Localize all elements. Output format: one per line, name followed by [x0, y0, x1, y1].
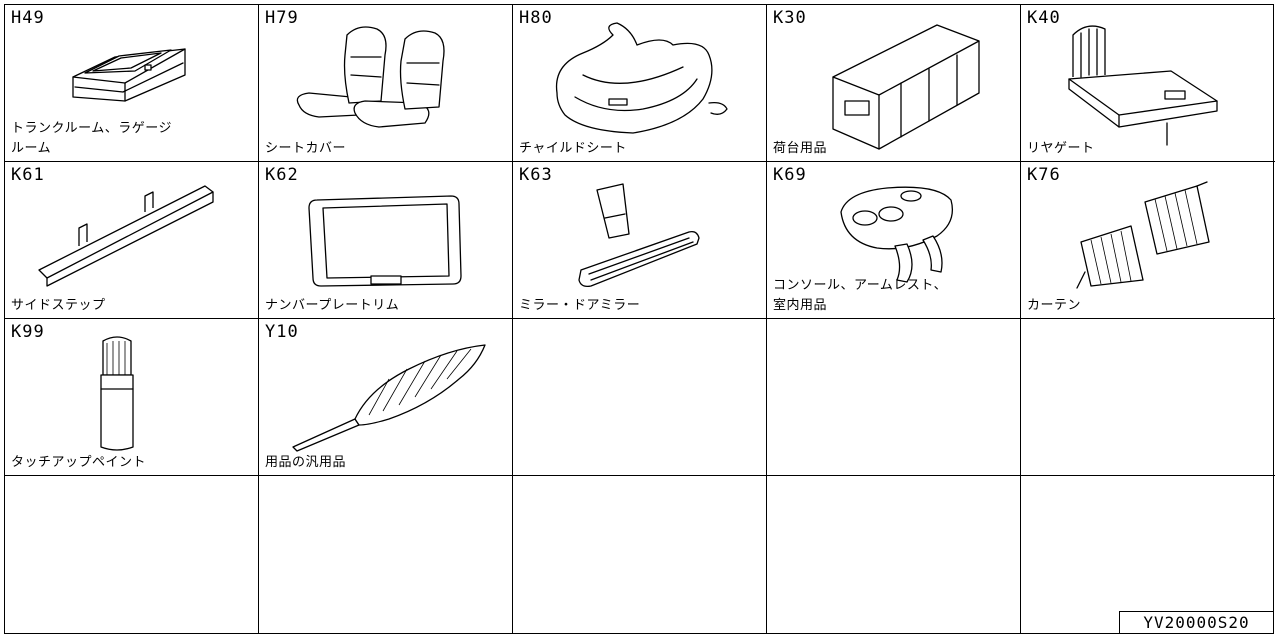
part-code: K99	[11, 322, 45, 342]
part-label: コンソール、アームレスト、 室内用品	[773, 278, 948, 313]
license-plate-rim-icon	[259, 162, 513, 319]
console-icon	[767, 162, 1021, 319]
catalog-cell-k76[interactable]: K76 カーテン	[1021, 162, 1275, 319]
empty-cell	[513, 476, 767, 633]
side-step-icon	[5, 162, 259, 319]
trunk-box-icon	[5, 5, 259, 162]
part-code: K63	[519, 165, 553, 185]
parts-catalog-grid: H49 トランクルーム、ラゲージ ルーム H79 シートカバー	[4, 4, 1275, 634]
curtain-icon	[1021, 162, 1275, 319]
part-label: カーテン	[1027, 298, 1082, 313]
child-seat-icon	[513, 5, 767, 162]
catalog-cell-h49[interactable]: H49 トランクルーム、ラゲージ ルーム	[5, 5, 259, 162]
part-code: K76	[1027, 165, 1061, 185]
sheet-id-label: YV20000S20	[1119, 611, 1273, 633]
part-label: シートカバー	[265, 141, 347, 156]
catalog-cell-k61[interactable]: K61 サイドステップ	[5, 162, 259, 319]
catalog-cell-k40[interactable]: K40 リヤゲート	[1021, 5, 1275, 162]
part-code: K40	[1027, 8, 1061, 28]
part-code: K61	[11, 165, 45, 185]
part-label: ナンバープレートリム	[265, 298, 400, 313]
part-code: K30	[773, 8, 807, 28]
catalog-cell-h80[interactable]: H80 チャイルドシート	[513, 5, 767, 162]
part-code: H80	[519, 8, 553, 28]
part-code: K69	[773, 165, 807, 185]
empty-cell	[513, 319, 767, 476]
part-label: サイドステップ	[11, 298, 106, 313]
mirror-icon	[513, 162, 767, 319]
part-code: H49	[11, 8, 45, 28]
part-label: タッチアップペイント	[11, 455, 147, 470]
catalog-cell-h79[interactable]: H79 シートカバー	[259, 5, 513, 162]
rear-gate-bed-icon	[1021, 5, 1275, 162]
part-code: H79	[265, 8, 299, 28]
catalog-cell-y10[interactable]: Y10 用品の汎用品	[259, 319, 513, 476]
empty-cell	[767, 319, 1021, 476]
catalog-cell-k69[interactable]: K69 コンソール、アームレスト、 室内用品	[767, 162, 1021, 319]
catalog-cell-k30[interactable]: K30 荷台用品	[767, 5, 1021, 162]
touch-up-paint-icon	[5, 319, 259, 476]
part-code: K62	[265, 165, 299, 185]
empty-cell	[767, 476, 1021, 633]
seat-cover-icon	[259, 5, 513, 162]
part-label: 荷台用品	[773, 141, 828, 156]
part-label: 用品の汎用品	[265, 455, 347, 470]
empty-cell	[1021, 319, 1275, 476]
catalog-cell-k99[interactable]: K99 タッチアップペイント	[5, 319, 259, 476]
empty-cell	[5, 476, 259, 633]
part-label: リヤゲート	[1027, 141, 1095, 156]
catalog-cell-k63[interactable]: K63 ミラー・ドアミラー	[513, 162, 767, 319]
catalog-cell-k62[interactable]: K62 ナンバープレートリム	[259, 162, 513, 319]
feather-duster-icon	[259, 319, 513, 476]
part-label: ミラー・ドアミラー	[519, 298, 641, 313]
part-label: トランクルーム、ラゲージ ルーム	[11, 121, 172, 156]
part-code: Y10	[265, 322, 299, 342]
cargo-cover-icon	[767, 5, 1021, 162]
part-label: チャイルドシート	[519, 141, 627, 156]
empty-cell	[259, 476, 513, 633]
empty-cell	[1021, 476, 1275, 633]
